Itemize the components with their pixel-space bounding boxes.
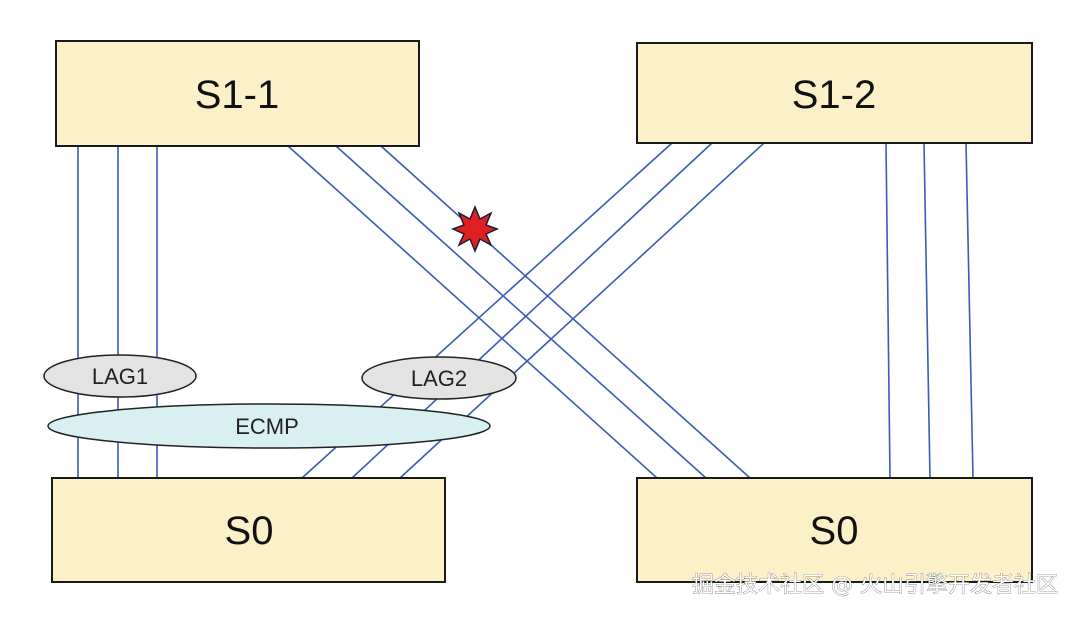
link-s1-1-s0-right-2 (335, 145, 707, 479)
switch-s1-1-label: S1-1 (195, 73, 280, 117)
switch-s0-right-label: S0 (810, 509, 859, 553)
link-s1-1-s0-right-1 (287, 145, 658, 479)
lag2-group: LAG2 (361, 356, 517, 400)
ecmp-group: ECMP (47, 403, 491, 449)
switch-s0-right: S0 (636, 477, 1033, 583)
lag1-label: LAG1 (92, 364, 148, 389)
link-s1-2-s0-right-2 (923, 142, 931, 479)
switch-s1-2: S1-2 (636, 42, 1033, 144)
switch-s1-1: S1-1 (55, 40, 420, 147)
watermark-text: 掘金技术社区 @ 火山引擎开发者社区 (692, 573, 1058, 598)
burst-icon (451, 205, 499, 253)
links (77, 142, 974, 479)
link-s1-1-s0-right-3 (380, 145, 751, 479)
switch-s1-2-label: S1-2 (792, 73, 877, 117)
lag1-group: LAG1 (43, 354, 197, 398)
switch-s0-left-label: S0 (225, 509, 274, 553)
link-s1-2-s0-right-1 (885, 142, 891, 479)
ecmp-label: ECMP (235, 414, 299, 439)
lag2-label: LAG2 (411, 366, 467, 391)
switch-s0-left: S0 (51, 477, 446, 583)
link-s1-2-s0-right-3 (965, 142, 974, 479)
